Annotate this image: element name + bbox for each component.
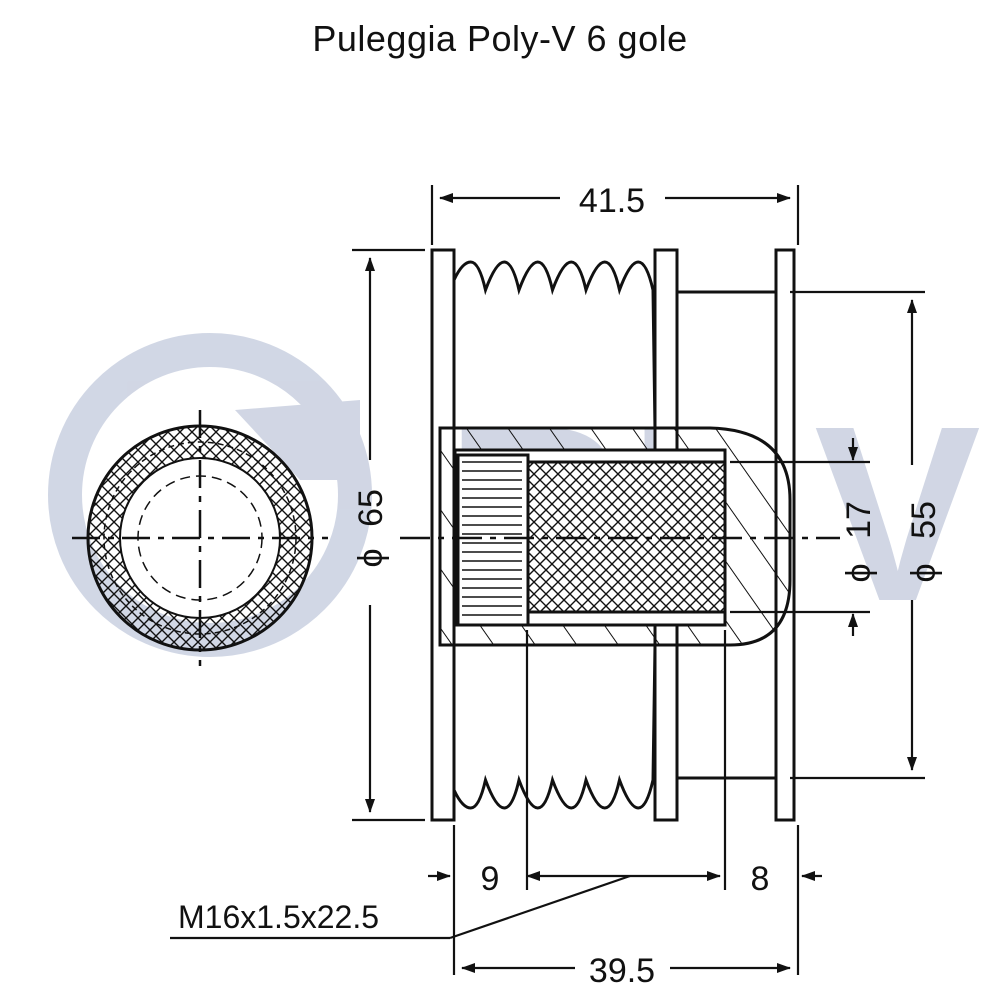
- dim-outer-diameter-label: 65: [352, 489, 390, 527]
- dim-thread-depth-label: 9: [481, 860, 500, 898]
- dim-outer-diameter-label-group: ϕ 65: [352, 489, 390, 567]
- dim-overall-length-label: 41.5: [579, 182, 645, 220]
- dim-hub-diameter-symbol: ϕ: [905, 563, 943, 582]
- thread-leader-diagonal: [449, 874, 631, 940]
- logo-wedge-shape: [235, 400, 360, 480]
- pulley-end-view: [72, 410, 328, 666]
- dim-bore-diameter-label: 17: [840, 501, 878, 539]
- dimension-lines: [170, 185, 925, 975]
- poly-v-grooves-bottom: [452, 644, 657, 810]
- dim-bore-diameter-label-group: ϕ 17: [840, 501, 878, 582]
- thread-spec-label: M16x1.5x22.5: [178, 899, 379, 935]
- dim-body-length-label: 39.5: [589, 952, 655, 990]
- dim-hub-diameter-label: 55: [905, 501, 943, 539]
- spline-teeth: [462, 461, 522, 616]
- pulley-side-view: [400, 248, 840, 822]
- dim-right-offset-label: 8: [751, 860, 770, 898]
- drawing-title: Puleggia Poly-V 6 gole: [312, 18, 688, 59]
- dim-bore-diameter-symbol: ϕ: [840, 563, 878, 582]
- poly-v-grooves-top: [452, 260, 657, 431]
- dim-hub-diameter-label-group: ϕ 55: [905, 501, 943, 582]
- dim-outer-diameter-symbol: ϕ: [352, 548, 390, 567]
